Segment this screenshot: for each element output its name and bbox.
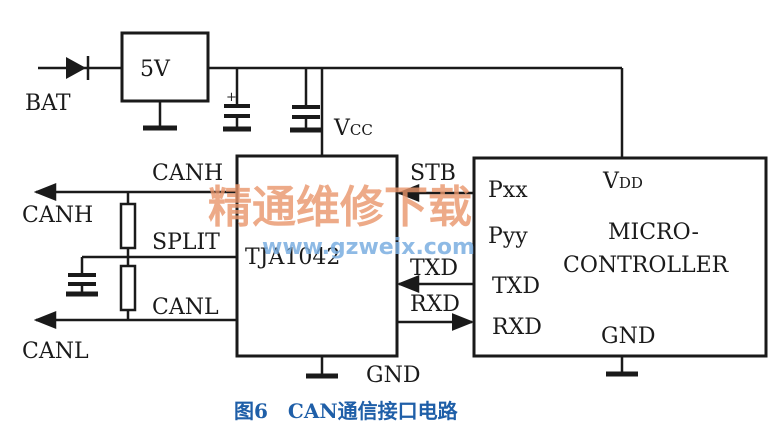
pin-rxd-label: RXD — [410, 292, 460, 317]
diode-symbol — [66, 56, 90, 80]
mcu-name-line1: MICRO- — [608, 220, 699, 245]
vcc-label-main: V — [333, 116, 351, 141]
capacitor-1: + — [223, 68, 251, 132]
svg-text:VDD: VDD — [602, 169, 643, 194]
watermark-text: 精通维修下载 — [208, 182, 472, 233]
mcu-ground — [606, 356, 638, 377]
transceiver-name: TJA1042 — [245, 245, 340, 270]
vcc-rail — [208, 66, 624, 158]
microcontroller-chip — [472, 156, 768, 358]
regulator-label: 5V — [140, 57, 171, 82]
svg-text:VCC: VCC — [333, 116, 373, 141]
bus-canl-label: CANL — [22, 339, 89, 364]
mcu-name-line2: CONTROLLER — [563, 253, 730, 278]
mcu-pin-pyy: Pyy — [488, 224, 528, 249]
regulator-ground — [143, 101, 177, 131]
mcu-pin-txd: TXD — [492, 274, 540, 299]
bus-canh-label: CANH — [22, 203, 93, 228]
svg-text:+: + — [226, 90, 237, 105]
vcc-label: VCC — [333, 116, 373, 141]
mcu-vdd-main: V — [602, 169, 620, 194]
pin-gnd-label: GND — [366, 363, 420, 388]
figure-caption: 图6 CAN通信接口电路 — [234, 399, 459, 423]
mcu-vdd-sub: DD — [619, 174, 643, 192]
pin-split-label: SPLIT — [152, 230, 220, 255]
transceiver-ground — [306, 356, 338, 379]
watermark-url: www.gzweix.com — [262, 235, 475, 260]
pin-canh-label: CANH — [152, 161, 223, 186]
pin-stb-label: STB — [410, 161, 456, 186]
mcu-vdd-label: VDD — [602, 169, 643, 194]
mcu-pin-pxx: Pxx — [488, 178, 528, 203]
mcu-pin-gnd: GND — [601, 324, 655, 349]
termination-network — [66, 192, 237, 320]
bat-label: BAT — [25, 91, 71, 116]
capacitor-2 — [290, 68, 322, 133]
mcu-pin-rxd: RXD — [492, 315, 542, 340]
pin-canl-label: CANL — [152, 295, 219, 320]
vcc-label-sub: CC — [350, 121, 373, 139]
